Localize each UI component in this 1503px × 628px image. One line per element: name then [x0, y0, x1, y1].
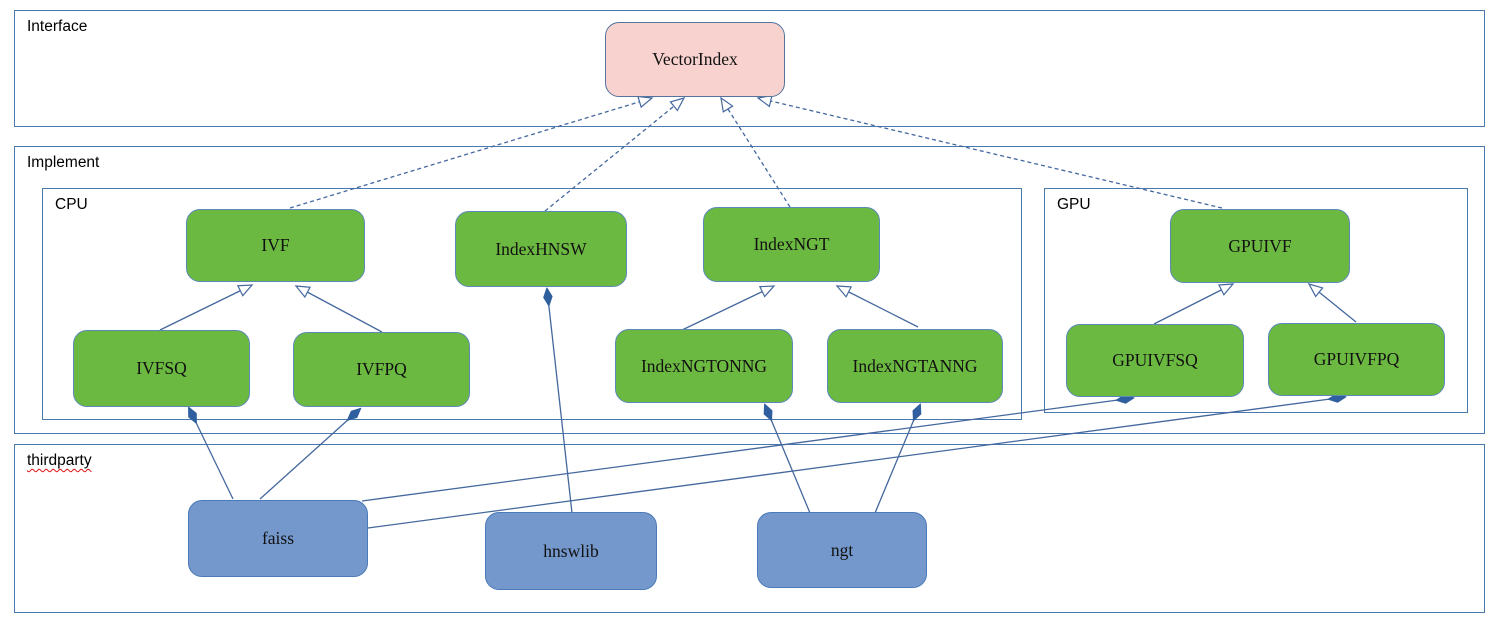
- edge-indexngtonng-indexngt: [679, 285, 776, 332]
- node-ivfpq[interactable]: IVFPQ: [293, 332, 470, 407]
- container-interface-label: Interface: [27, 18, 88, 35]
- node-gpuivf[interactable]: GPUIVF: [1170, 209, 1350, 283]
- edge-gpuivfsq-gpuivf: [1153, 283, 1235, 325]
- node-ngt[interactable]: ngt: [757, 512, 927, 588]
- node-ivfsq[interactable]: IVFSQ: [73, 330, 250, 407]
- edge-indexngt-vectorindex: [720, 96, 791, 208]
- edge-indexngtanng-ngt: [874, 405, 920, 514]
- node-ngt-label: ngt: [830, 539, 854, 560]
- edge-gpuivfpq-gpuivf: [1307, 283, 1357, 323]
- node-gpuivfpq-label: GPUIVFPQ: [1313, 349, 1400, 369]
- node-gpuivfpq[interactable]: GPUIVFPQ: [1268, 323, 1445, 396]
- node-indexhnsw[interactable]: IndexHNSW: [455, 211, 627, 287]
- container-cpu-label: CPU: [55, 196, 88, 213]
- edge-ivfsq-faiss: [189, 408, 234, 500]
- node-indexngt-label: IndexNGT: [753, 234, 830, 254]
- edge-indexngtanng-indexngt: [835, 285, 919, 328]
- edge-gpuivfpq-faiss: [367, 397, 1345, 529]
- container-gpu-label: GPU: [1057, 196, 1091, 213]
- edge-gpuivf-vectorindex: [756, 94, 1223, 209]
- node-indexngtonng-label: IndexNGTONNG: [640, 355, 768, 376]
- node-gpuivfsq-label: GPUIVFSQ: [1112, 350, 1198, 370]
- container-cpu[interactable]: CPU: [42, 188, 1022, 420]
- node-gpuivfsq[interactable]: GPUIVFSQ: [1066, 324, 1244, 397]
- node-ivf-label: IVF: [261, 235, 290, 255]
- node-faiss[interactable]: faiss: [188, 500, 368, 577]
- node-hnswlib[interactable]: hnswlib: [485, 512, 657, 590]
- node-indexngtonng[interactable]: IndexNGTONNG: [615, 329, 793, 403]
- edge-ivfpq-ivf: [294, 285, 383, 333]
- container-interface[interactable]: Interface: [14, 10, 1485, 127]
- node-indexngtanng[interactable]: IndexNGTANNG: [827, 329, 1003, 403]
- edge-indexngtonng-ngt: [765, 405, 811, 514]
- node-indexngt[interactable]: IndexNGT: [703, 207, 880, 282]
- container-implement-label: Implement: [27, 154, 100, 171]
- node-vectorindex-label: VectorIndex: [652, 49, 738, 69]
- container-implement[interactable]: Implement: [14, 146, 1485, 434]
- edge-ivf-vectorindex: [289, 95, 654, 209]
- node-faiss-label: faiss: [261, 528, 295, 548]
- node-ivfsq-label: IVFSQ: [136, 358, 187, 378]
- edge-indexhnsw-hnswlib: [547, 289, 573, 514]
- edge-ivfsq-ivf: [159, 284, 254, 331]
- node-ivfpq-label: IVFPQ: [356, 359, 407, 379]
- edge-gpuivfsq-faiss: [361, 398, 1133, 502]
- node-ivf[interactable]: IVF: [186, 209, 365, 282]
- node-vectorindex[interactable]: VectorIndex: [605, 22, 785, 97]
- container-gpu[interactable]: GPU: [1044, 188, 1468, 413]
- container-thirdparty[interactable]: thirdparty: [14, 444, 1485, 613]
- edge-ivfpq-faiss: [259, 409, 360, 500]
- container-thirdparty-label: thirdparty: [27, 452, 92, 469]
- node-indexngtanng-label: IndexNGTANNG: [852, 355, 978, 376]
- node-indexhnsw-label: IndexHNSW: [495, 238, 587, 259]
- edge-indexhnsw-vectorindex: [544, 97, 686, 212]
- node-gpuivf-label: GPUIVF: [1228, 235, 1292, 256]
- node-hnswlib-label: hnswlib: [543, 540, 599, 561]
